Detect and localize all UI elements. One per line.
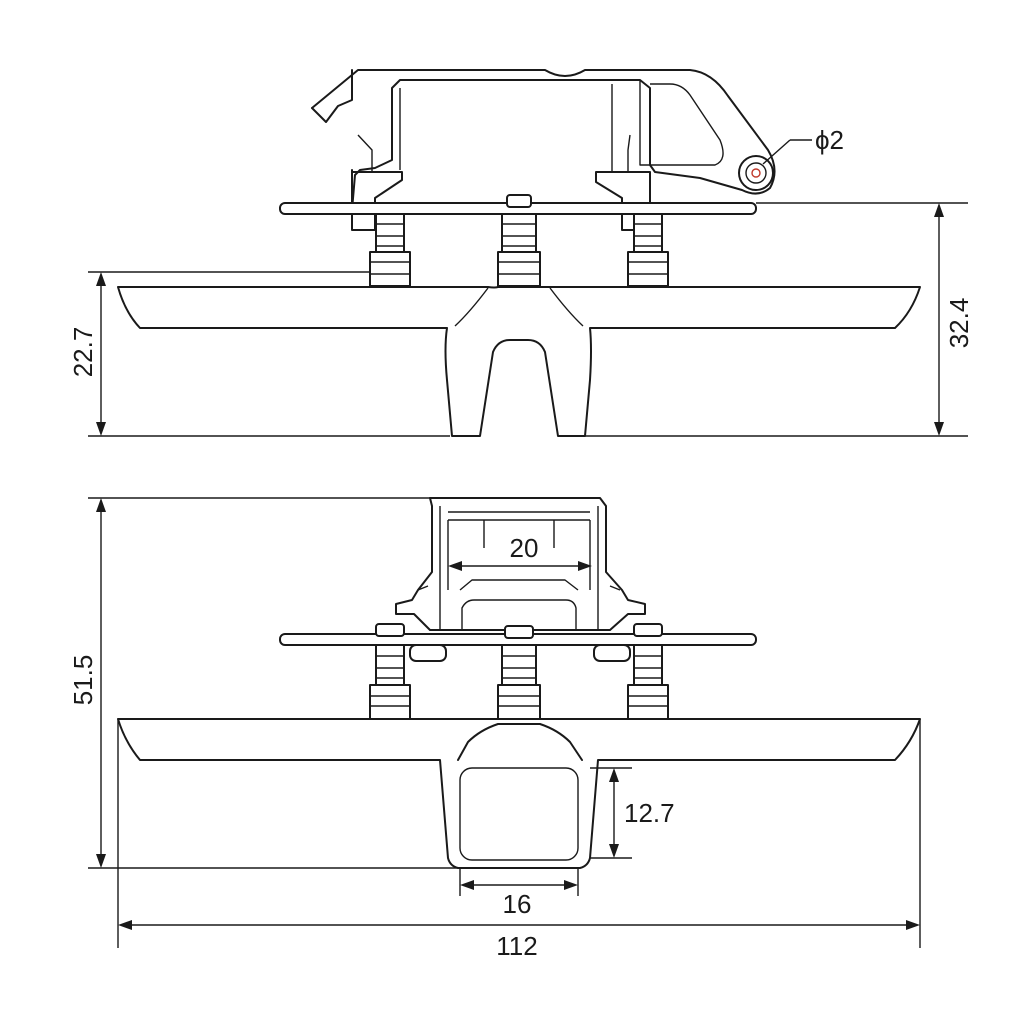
dim-16: 16 bbox=[459, 868, 579, 919]
bottom-stud-right bbox=[627, 623, 669, 720]
dim-label-diameter: ϕ2 bbox=[815, 125, 844, 155]
bottom-stud-center bbox=[497, 625, 541, 720]
bottom-rail-profile bbox=[117, 718, 921, 869]
top-rail-profile bbox=[117, 286, 921, 437]
top-stud-center bbox=[497, 194, 541, 287]
top-stud-left bbox=[369, 213, 411, 287]
dim-22-7: 22.7 bbox=[68, 271, 450, 437]
hole-marker bbox=[751, 168, 761, 178]
dim-label-32-4: 32.4 bbox=[944, 298, 974, 349]
dim-label-22-7: 22.7 bbox=[68, 327, 98, 378]
dim-label-20: 20 bbox=[510, 533, 539, 563]
dim-diameter: ϕ2 bbox=[762, 125, 844, 165]
dim-label-51-5: 51.5 bbox=[68, 655, 98, 706]
dim-label-112: 112 bbox=[496, 931, 537, 961]
dim-20: 20 bbox=[448, 533, 592, 571]
bottom-view: 20 bbox=[68, 497, 921, 961]
dim-label-12-7: 12.7 bbox=[624, 798, 675, 828]
dim-51-5: 51.5 bbox=[68, 497, 458, 869]
bottom-bracket bbox=[395, 497, 646, 631]
pivot-eye bbox=[738, 155, 774, 191]
top-view: 22.7 32.4 ϕ2 bbox=[68, 69, 974, 437]
dim-112: 112 bbox=[117, 719, 921, 961]
dim-12-7: 12.7 bbox=[590, 767, 675, 859]
dim-32-4: 32.4 bbox=[756, 202, 974, 436]
top-stud-right bbox=[627, 213, 669, 287]
top-bracket bbox=[311, 69, 776, 231]
dim-label-16: 16 bbox=[503, 889, 532, 919]
bottom-stud-left bbox=[369, 623, 411, 720]
